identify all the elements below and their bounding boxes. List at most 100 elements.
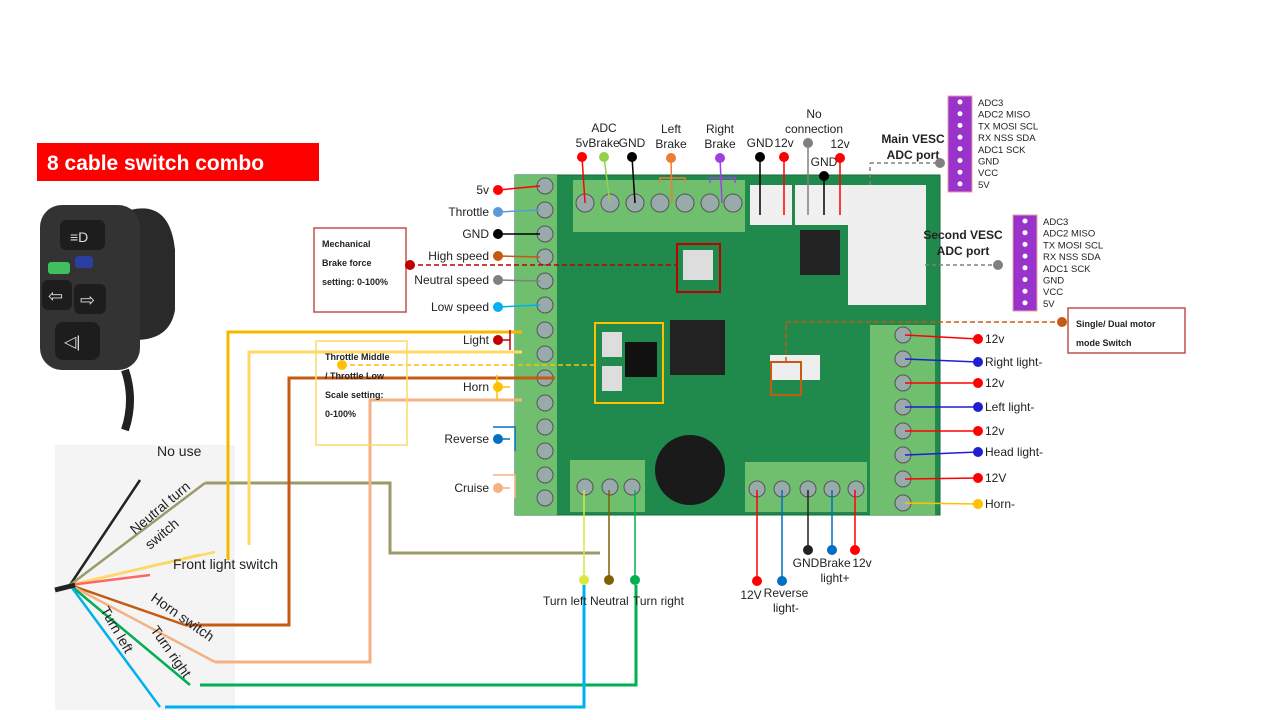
right-pin-label: 12v — [985, 332, 1004, 346]
brake-note-text: Brake force — [322, 258, 372, 268]
right-pin-dot — [973, 378, 983, 388]
vesc-pin — [957, 134, 963, 140]
left-terminal-strip — [515, 175, 557, 515]
vesc-pin — [957, 158, 963, 163]
motor-mode-note-text: mode Switch — [1076, 338, 1132, 348]
top-pin-wire — [631, 156, 636, 204]
screw — [576, 478, 594, 496]
screw — [723, 193, 743, 213]
vesc-pin — [1022, 241, 1028, 247]
bottom-pin-dot — [827, 545, 837, 555]
controller-board — [514, 174, 941, 516]
left-pin-label: Cruise — [454, 481, 489, 495]
top-pin-dot — [577, 152, 587, 162]
vesc-port-pinout — [947, 95, 973, 193]
bundle-strand — [69, 482, 206, 586]
vesc-port-title: Main VESC — [881, 132, 945, 146]
bottom-pin-label: Reverse — [764, 586, 809, 600]
vesc-pin-label: GND — [1043, 276, 1064, 287]
motor-mode-leader-dot — [1057, 317, 1067, 327]
bottom-pin-label: 12V — [740, 588, 761, 602]
title-banner — [37, 143, 319, 181]
vesc-pin — [1022, 277, 1028, 282]
screw — [536, 345, 554, 363]
top-pin-wire — [581, 156, 586, 204]
turn-right-label: Turn right — [633, 594, 685, 608]
bottom-pin-dot — [777, 576, 787, 586]
top-pin-label: 12v — [830, 137, 849, 151]
screw — [536, 394, 554, 412]
screw — [536, 418, 554, 436]
bottom-pin-dot — [604, 575, 614, 585]
left-pin-label: GND — [462, 227, 489, 241]
throttle-note-text: / Throttle Low — [325, 371, 385, 381]
no-use-label: No use — [157, 443, 202, 459]
bottom-pin-label: light- — [773, 601, 799, 615]
top-pin-label: GND — [619, 136, 646, 150]
vesc-pin-label: RX NSS SDA — [978, 133, 1036, 144]
right-pin-wire — [904, 358, 979, 363]
throttle-note-text: 0-100% — [325, 409, 356, 419]
vesc-pin-label: ADC2 MISO — [1043, 229, 1095, 240]
right-pin-label: Right light- — [985, 355, 1042, 369]
left-pin-label: 5v — [476, 183, 489, 197]
top-pin-dot — [755, 152, 765, 162]
vesc-pin-label: ADC2 MISO — [978, 110, 1030, 121]
bundle-strand — [69, 583, 186, 627]
vesc-pin-label: TX MOSI SCL — [1043, 240, 1103, 251]
bottom-pin-dot — [579, 575, 589, 585]
right-arrow-icon: ⇨ — [80, 290, 95, 310]
vesc-pin-label: ADC1 SCK — [1043, 264, 1091, 275]
vesc-pin-label: ADC3 — [1043, 217, 1068, 228]
vesc-pin-label: GND — [978, 157, 999, 168]
handlebar-switch-photo: ≡D ⇦ ⇨ ◁| — [40, 205, 175, 432]
bottom-pin-dot — [630, 575, 640, 585]
buzzer — [655, 435, 725, 505]
top-pin-label: ADC — [591, 121, 617, 135]
bottom-pin-label: GND — [793, 556, 820, 570]
cable-end — [54, 582, 76, 593]
top-pin-dot — [819, 171, 829, 181]
left-pin-label: High speed — [428, 249, 489, 263]
top-pin-label: 12v — [774, 136, 793, 150]
front-light-label: Front light switch — [173, 556, 278, 572]
wire-horn — [185, 376, 555, 627]
bundle-strand — [69, 584, 191, 686]
top-pin-dot — [715, 153, 725, 163]
screw — [675, 193, 695, 213]
right-pin-wire — [904, 502, 979, 505]
vesc-pin — [957, 111, 963, 117]
screw — [700, 193, 720, 213]
top-pin-dot — [666, 153, 676, 163]
top-pin-wire — [670, 157, 673, 204]
right-pin-label: Left light- — [985, 400, 1034, 414]
right-pin-wire — [904, 334, 979, 340]
left-pin-label: Neutral speed — [414, 273, 489, 287]
vesc-port-title: ADC port — [937, 244, 990, 258]
vesc-pin-label: TX MOSI SCL — [978, 121, 1038, 132]
wire-front-light — [226, 330, 522, 560]
bundle-strand — [68, 479, 142, 586]
left-pin-wire — [497, 209, 541, 213]
right-pin-dot — [973, 447, 983, 457]
vesc-pin-label: VCC — [1043, 287, 1063, 298]
wire — [659, 177, 686, 183]
right-pin-dot — [973, 473, 983, 483]
main-vesc-connector — [848, 185, 886, 305]
second-vesc-connector — [886, 185, 926, 305]
vesc-pin — [1022, 230, 1028, 236]
right-pin-wire — [904, 451, 979, 456]
throttle-pot-marker — [594, 322, 664, 404]
screw — [847, 480, 865, 498]
vesc-leader-dot — [935, 158, 945, 168]
wire-turn-left — [165, 585, 586, 709]
top-pin-label: No — [806, 107, 822, 121]
screw — [623, 478, 641, 496]
bottom-pin-label: light+ — [820, 571, 849, 585]
top-pin-label: Right — [706, 122, 735, 136]
left-pin-label: Throttle — [448, 205, 489, 219]
wire — [493, 426, 516, 451]
horn-icon: ◁| — [64, 334, 80, 351]
